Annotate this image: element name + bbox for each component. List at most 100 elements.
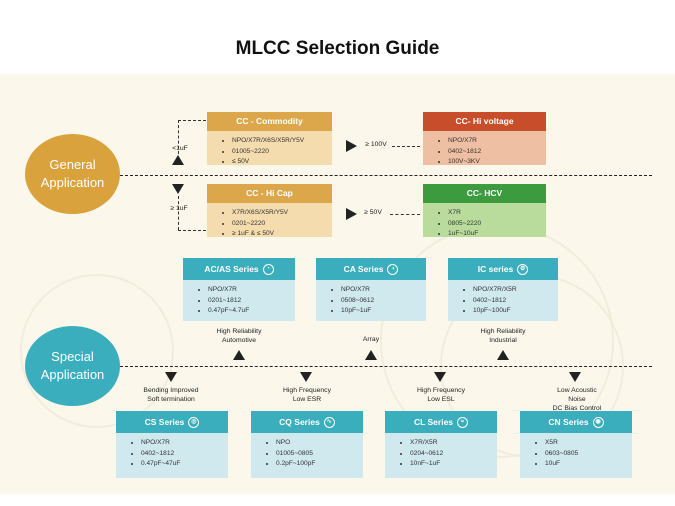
caption-line: Array bbox=[362, 336, 380, 343]
up-arrow-icon bbox=[365, 350, 377, 360]
arrow-line-hcv bbox=[390, 214, 420, 215]
spec-item: ≤ 50V bbox=[232, 157, 332, 168]
caption-line: High Reliability bbox=[480, 328, 526, 335]
spec-item: NPO/X7R bbox=[341, 285, 426, 296]
spec-item: ≥ 1uF & ≤ 50V bbox=[232, 229, 332, 240]
spec-item: NPO/X7R bbox=[448, 136, 546, 147]
special-divider bbox=[120, 366, 652, 367]
spec-item: 0402~1812 bbox=[473, 296, 558, 307]
caption-cs: Bending Improved Soft termination bbox=[130, 386, 212, 404]
caption-line: High Frequency bbox=[417, 387, 465, 394]
spec-item: 01005~0805 bbox=[276, 449, 363, 460]
spec-item: NPO/X7R bbox=[208, 285, 295, 296]
spec-item: 10pF~1uF bbox=[341, 306, 426, 317]
cc-commodity-box: CC - Commodity NPO/X7R/X6S/X5R/Y5V 01005… bbox=[207, 112, 332, 165]
general-line-1: General bbox=[49, 157, 96, 172]
caption-ic: High Reliability Industrial bbox=[462, 327, 544, 345]
spec-item: 0201~2220 bbox=[232, 219, 332, 230]
cn-series-box: CN Series◉ X5R 0603~0805 10uF bbox=[520, 411, 632, 478]
spec-item: 0.47pF~47uF bbox=[141, 459, 228, 470]
general-line-2: Application bbox=[40, 175, 105, 190]
cc-hcv-box: CC- HCV X7R 0805~2220 1uF~10uF bbox=[423, 184, 546, 237]
caption-line: Noise bbox=[568, 396, 586, 403]
spec-item: 10nF~1uF bbox=[410, 459, 497, 470]
noise-icon: ◉ bbox=[592, 417, 604, 429]
down-arrow-icon bbox=[165, 372, 177, 382]
industrial-icon: ⚙ bbox=[517, 264, 529, 276]
ge-50v-label: ≥ 50V bbox=[364, 209, 382, 216]
ca-series-title: CA Series bbox=[343, 264, 384, 274]
spec-item: 0805~2220 bbox=[448, 219, 546, 230]
caption-line: Automotive bbox=[221, 337, 256, 344]
caption-line: Soft termination bbox=[147, 396, 195, 403]
ac-as-series-box: AC/AS Series◔ NPO/X7R 0201~1812 0.47pF~4… bbox=[183, 258, 295, 321]
spec-item: 0.47pF~4.7uF bbox=[208, 306, 295, 317]
caption-line: DC Bias Control bbox=[552, 405, 602, 412]
spec-item: X7R/X6S/X5R/Y5V bbox=[232, 208, 332, 219]
branch-line-down-h bbox=[178, 230, 206, 231]
branch-line-down bbox=[178, 196, 179, 230]
cn-series-title: CN Series bbox=[548, 417, 589, 427]
spec-item: 0204~0612 bbox=[410, 449, 497, 460]
spec-item: 0402~1812 bbox=[448, 147, 546, 158]
spec-item: 0402~1812 bbox=[141, 449, 228, 460]
cc-hicap-box: CC - Hi Cap X7R/X6S/X5R/Y5V 0201~2220 ≥ … bbox=[207, 184, 332, 237]
ca-series-box: CA Series◑ NPO/X7R 0508~0612 10pF~1uF bbox=[316, 258, 426, 321]
down-arrow-icon bbox=[569, 372, 581, 382]
spec-item: 01005~2220 bbox=[232, 147, 332, 158]
page-title: MLCC Selection Guide bbox=[235, 38, 440, 59]
cq-series-box: CQ Series∿ NPO 01005~0805 0.2pF~100pF bbox=[251, 411, 363, 478]
cc-hicap-title: CC - Hi Cap bbox=[207, 184, 332, 203]
caption-cl: High Frequency Low ESL bbox=[400, 386, 482, 404]
cl-series-title: CL Series bbox=[413, 417, 454, 427]
spec-item: NPO/X7R/X6S/X5R/Y5V bbox=[232, 136, 332, 147]
arrow-line-hv bbox=[392, 146, 420, 147]
down-arrow-icon bbox=[172, 184, 184, 194]
caption-ca: Array bbox=[340, 335, 402, 344]
down-arrow-icon bbox=[434, 372, 446, 382]
spec-item: NPO bbox=[276, 438, 363, 449]
special-line-2: Application bbox=[40, 367, 105, 382]
caption-line: Low Acoustic bbox=[557, 387, 597, 394]
caption-line: High Frequency bbox=[283, 387, 331, 394]
lt-1uf-label: <1uF bbox=[172, 145, 188, 152]
spec-item: 0508~0612 bbox=[341, 296, 426, 307]
spec-item: 1uF~10uF bbox=[448, 229, 546, 240]
caption-cn: Low Acoustic Noise DC Bias Control bbox=[536, 386, 618, 413]
cs-series-box: CS Series◎ NPO/X7R 0402~1812 0.47pF~47uF bbox=[116, 411, 228, 478]
caption-ac-as: High Reliability Automotive bbox=[198, 327, 280, 345]
ge-100v-label: ≥ 100V bbox=[365, 141, 387, 148]
spec-item: 0603~0805 bbox=[545, 449, 632, 460]
spec-item: NPO/X7R/X5R bbox=[473, 285, 558, 296]
spec-item: NPO/X7R bbox=[141, 438, 228, 449]
ic-series-box: IC series⚙ NPO/X7R/X5R 0402~1812 10pF~10… bbox=[448, 258, 558, 321]
spec-item: 10uF bbox=[545, 459, 632, 470]
cl-series-box: CL Series≈ X7R/X5R 0204~0612 10nF~1uF bbox=[385, 411, 497, 478]
cc-hivoltage-title: CC- Hi voltage bbox=[423, 112, 546, 131]
spec-item: X7R/X5R bbox=[410, 438, 497, 449]
spec-item: X5R bbox=[545, 438, 632, 449]
up-arrow-icon bbox=[172, 155, 184, 165]
cc-hivoltage-box: CC- Hi voltage NPO/X7R 0402~1812 100V~3K… bbox=[423, 112, 546, 165]
caption-cq: High Frequency Low ESR bbox=[266, 386, 348, 404]
general-application-badge: General Application bbox=[25, 134, 120, 214]
car-icon: ◔ bbox=[262, 264, 274, 276]
general-divider bbox=[120, 175, 652, 176]
cc-commodity-title: CC - Commodity bbox=[207, 112, 332, 131]
caption-line: Bending Improved bbox=[143, 387, 199, 394]
decorative-ring bbox=[20, 274, 174, 428]
ge-1uf-label: ≥ 1uF bbox=[170, 205, 188, 212]
cq-series-title: CQ Series bbox=[279, 417, 320, 427]
cc-hcv-title: CC- HCV bbox=[423, 184, 546, 203]
caption-line: Low ESR bbox=[292, 396, 322, 403]
spec-item: 10pF~100uF bbox=[473, 306, 558, 317]
branch-line-up bbox=[178, 120, 179, 154]
ic-series-title: IC series bbox=[477, 264, 514, 274]
caption-line: Industrial bbox=[489, 337, 517, 344]
right-arrow-icon bbox=[346, 208, 357, 220]
spec-item: 100V~3KV bbox=[448, 157, 546, 168]
spec-item: 0.2pF~100pF bbox=[276, 459, 363, 470]
soft-icon: ◎ bbox=[188, 417, 200, 429]
ac-as-series-title: AC/AS Series bbox=[204, 264, 259, 274]
cs-series-title: CS Series bbox=[144, 417, 185, 427]
